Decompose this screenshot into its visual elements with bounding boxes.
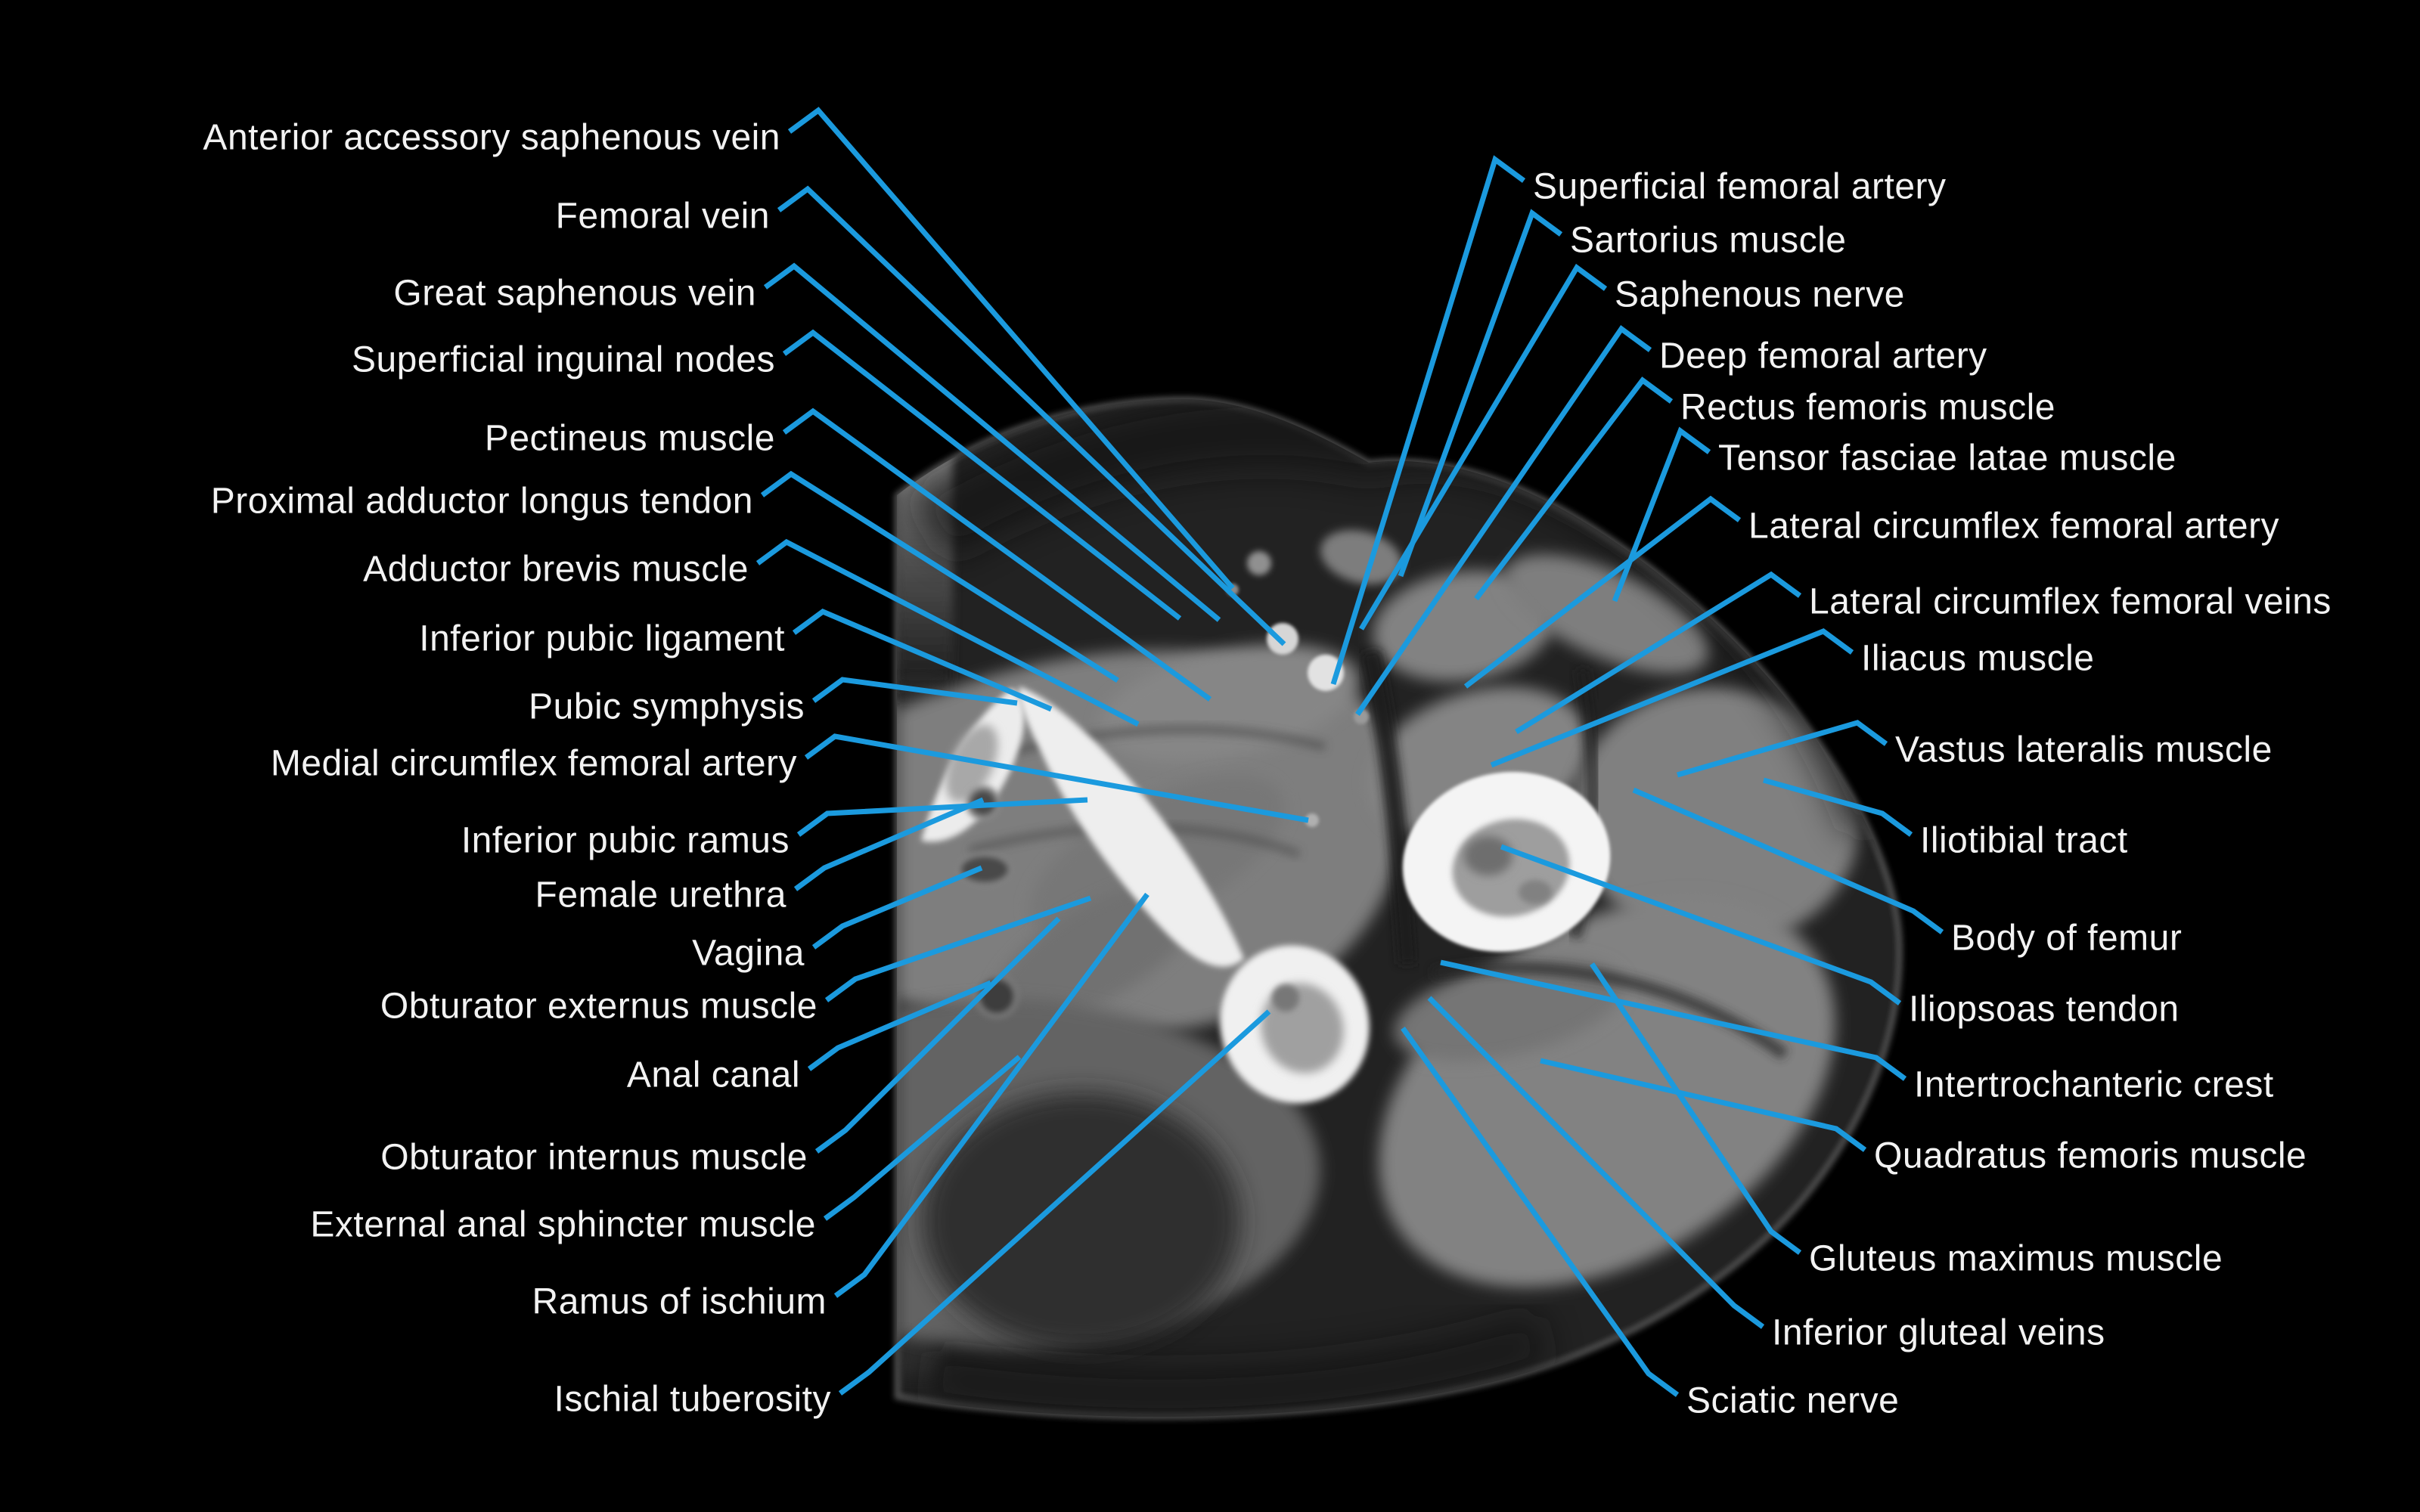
lateral-circumflex-femoral-artery-label: Lateral circumflex femoral artery: [1748, 506, 2280, 547]
saphenous-nerve-leader-line: [1358, 263, 1608, 631]
vagina-label: Vagina: [692, 933, 805, 974]
iliacus-muscle-label: Iliacus muscle: [1861, 638, 2095, 679]
femur-marrow-fleck: [1464, 836, 1512, 875]
lateral-circumflex-femoral-veins-leader-line: [1515, 571, 1802, 734]
posterior-fat-band: [926, 1312, 1552, 1418]
inferior-pubic-ramus-label: Inferior pubic ramus: [461, 820, 790, 861]
body-of-femur-label: Body of femur: [1951, 918, 2183, 959]
anal-canal-label: Anal canal: [626, 1055, 800, 1095]
saphenous-nerve-label: Saphenous nerve: [1615, 274, 1905, 315]
tensor-fasciae-latae-muscle-leader-line: [1612, 426, 1711, 603]
iliotibial-tract-leader-line: [1763, 777, 1913, 837]
iliopsoas-tendon-label: Iliopsoas tendon: [1909, 989, 2180, 1030]
adductor-brevis-muscle-leader-line: [755, 538, 1140, 727]
pectineus-muscle-leader-line: [782, 407, 1212, 702]
pubic-symphysis-label: Pubic symphysis: [529, 686, 805, 727]
obturator-externus-muscle-leader-line: [824, 895, 1092, 1002]
ramus-of-ischium-label: Ramus of ischium: [532, 1281, 827, 1322]
proximal-adductor-longus-tendon-label: Proximal adductor longus tendon: [210, 481, 753, 522]
iliotibial-tract-label: Iliotibial tract: [1920, 820, 2128, 861]
quadratus-femoris-muscle-leader-line: [1540, 1058, 1867, 1152]
pubic-bone-marrow-shape: [945, 724, 998, 803]
iliacus-muscle-leader-line: [1490, 628, 1854, 768]
lateral-circumflex-femoral-artery-leader-line: [1463, 495, 1742, 689]
circumflex-vessel-dot: [1305, 813, 1319, 827]
vastus-lateralis-muscle-label: Vastus lateralis muscle: [1895, 730, 2273, 770]
vagina-leader-line: [811, 865, 983, 950]
inferior-pubic-ligament-label: Inferior pubic ligament: [419, 618, 785, 659]
inguinal-node-dot: [1247, 551, 1271, 575]
quadratus-femoris-muscle-label: Quadratus femoris muscle: [1874, 1136, 2307, 1176]
obturator-internus-shape: [992, 881, 1201, 1024]
vastus-lateralis-shape: [1573, 687, 1860, 946]
femoral-vein-vessel-dot: [1267, 623, 1298, 655]
obturator-internus-muscle-label: Obturator internus muscle: [380, 1137, 808, 1178]
superficial-inguinal-nodes-leader-line: [782, 329, 1182, 621]
anterior-accessory-saphenous-vein-label: Anterior accessory saphenous vein: [203, 117, 780, 158]
vastus-lateralis-muscle-leader-line: [1677, 720, 1888, 778]
anterior-accessory-saphenous-vein-leader-line: [787, 107, 1235, 590]
tensor-fasciae-latae-muscle-label: Tensor fasciae latae muscle: [1718, 438, 2176, 479]
deep-femoral-artery-leader-line: [1355, 325, 1652, 716]
external-anal-sphincter-muscle-label: External anal sphincter muscle: [310, 1204, 816, 1245]
sciatic-nerve-leader-line: [1401, 1026, 1680, 1397]
adductor-brevis-muscle-label: Adductor brevis muscle: [363, 549, 749, 590]
superficial-femoral-artery-label: Superficial femoral artery: [1533, 166, 1947, 207]
lateral-circumflex-femoral-veins-label: Lateral circumflex femoral veins: [1809, 581, 2332, 622]
body-of-femur-leader-line: [1632, 787, 1944, 934]
great-saphenous-vein-leader-line: [763, 262, 1221, 622]
obturator-externus-muscle-label: Obturator externus muscle: [380, 986, 818, 1027]
intertrochanteric-crest-label: Intertrochanteric crest: [1914, 1064, 2274, 1105]
pectineus-muscle-label: Pectineus muscle: [484, 418, 775, 459]
quadratus-femoris-shape: [1394, 957, 1624, 1061]
sartorius-muscle-label: Sartorius muscle: [1570, 220, 1847, 261]
ischial-marrow-fleck: [1272, 984, 1299, 1012]
ramus-of-ischium-leader-line: [833, 892, 1150, 1298]
vagina-shape: [957, 852, 1013, 887]
inferior-pubic-ramus-leader-line: [796, 797, 1088, 837]
rectus-femoris-muscle-label: Rectus femoris muscle: [1680, 387, 2055, 428]
obturator-internus-muscle-leader-line: [814, 916, 1061, 1154]
pubic-symphysis-leader-line: [811, 677, 1018, 706]
great-saphenous-vein-label: Great saphenous vein: [393, 273, 756, 314]
female-urethra-leader-line: [793, 797, 985, 891]
femur-marrow-fleck-2: [1519, 880, 1552, 904]
proximal-adductor-longus-tendon-leader-line: [760, 470, 1119, 683]
external-anal-sphincter-muscle-leader-line: [823, 1055, 1022, 1221]
sartorius-muscle-leader-line: [1398, 209, 1563, 578]
superficial-femoral-artery-leader-line: [1330, 155, 1526, 686]
gluteus-maximus-muscle-leader-line: [1590, 962, 1802, 1255]
femoral-vein-label: Femoral vein: [555, 196, 770, 237]
intertrochanteric-crest-leader-line: [1440, 959, 1907, 1081]
female-urethra-label: Female urethra: [535, 875, 786, 916]
adductor-septum-line: [982, 725, 1326, 764]
ischial-tuberosity-leader-line: [838, 1009, 1271, 1396]
inferior-pubic-ramus-shape: [1019, 686, 1244, 967]
superficial-inguinal-nodes-label: Superficial inguinal nodes: [351, 339, 775, 380]
inferior-pubic-ligament-leader-line: [792, 608, 1053, 712]
rectus-femoris-muscle-leader-line: [1474, 376, 1674, 601]
inferior-gluteal-veins-leader-line: [1427, 996, 1765, 1329]
inferior-gluteal-veins-label: Inferior gluteal veins: [1772, 1312, 2105, 1353]
gluteus-maximus-muscle-label: Gluteus maximus muscle: [1809, 1238, 2223, 1279]
iliopsoas-tendon-leader-line: [1500, 844, 1902, 1005]
anal-canal-leader-line: [807, 980, 992, 1071]
medial-circumflex-femoral-artery-leader-line: [804, 733, 1309, 823]
sartorius-muscle-shape: [1320, 530, 1402, 584]
femoral-vein-leader-line: [777, 185, 1286, 646]
medial-circumflex-femoral-artery-label: Medial circumflex femoral artery: [270, 743, 797, 784]
ischial-tuberosity-label: Ischial tuberosity: [554, 1379, 831, 1420]
sciatic-nerve-label: Sciatic nerve: [1686, 1380, 1900, 1421]
deep-femoral-artery-label: Deep femoral artery: [1659, 336, 1987, 376]
ischioanal-fat-shape: [923, 1092, 1240, 1349]
